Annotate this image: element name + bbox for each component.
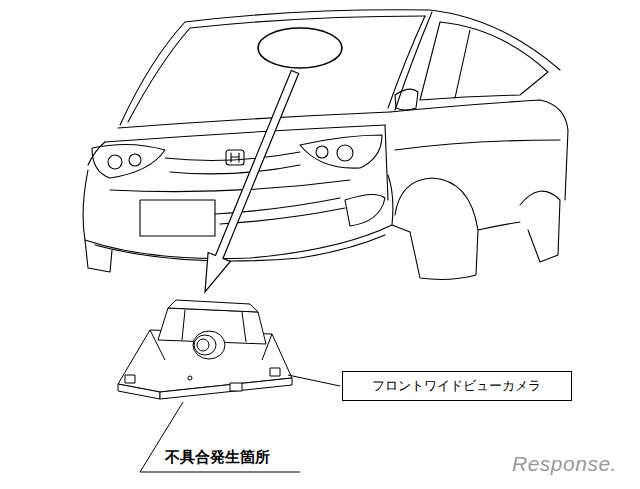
camera-illustration	[197, 339, 209, 351]
car-body-outline	[88, 142, 105, 165]
car-body-outline	[392, 225, 410, 232]
car-body-outline	[390, 100, 568, 200]
car-body-outline	[226, 150, 244, 165]
car-body-outline	[110, 180, 350, 192]
camera-illustration	[160, 378, 292, 399]
camera-illustration	[242, 312, 246, 342]
leader-line	[140, 375, 340, 472]
car-body-outline	[395, 12, 432, 110]
camera-illustration	[188, 376, 192, 380]
leader-line	[140, 472, 300, 473]
car-body-outline	[140, 200, 215, 236]
location-ellipse	[258, 28, 342, 68]
camera-illustration	[182, 310, 185, 340]
car-body-outline	[395, 140, 560, 150]
camera-illustration	[194, 335, 216, 355]
car-body-outline	[520, 191, 560, 262]
car-body-outline	[85, 240, 112, 272]
car-body-outline	[118, 112, 390, 128]
camera-illustration	[270, 368, 280, 376]
watermark: Response.	[512, 452, 617, 476]
car-body-outline	[385, 125, 388, 200]
camera-illustration	[150, 330, 165, 360]
car-body-outline	[92, 144, 165, 178]
car-body-outline	[83, 10, 568, 280]
car-body-outline	[337, 145, 353, 161]
car-body-outline	[105, 125, 385, 142]
car-body-outline	[388, 16, 425, 108]
camera-illustration	[230, 383, 242, 391]
car-body-outline	[95, 235, 385, 261]
camera-illustration	[118, 384, 160, 399]
leader-line	[288, 375, 340, 386]
car-body-outline	[395, 178, 478, 279]
car-body-outline	[108, 155, 122, 169]
car-body-outline	[165, 152, 300, 160]
car-body-outline	[395, 89, 418, 110]
camera-illustration	[125, 375, 135, 383]
pointer-arrow	[205, 71, 299, 293]
car-body-outline	[129, 154, 141, 166]
car-body-outline	[316, 146, 328, 158]
car-body-outline	[420, 22, 548, 100]
car-body-outline	[455, 30, 470, 98]
car-body-outline	[120, 10, 560, 125]
callout-text: 不具合発生箇所	[165, 447, 270, 467]
camera-illustration	[193, 331, 225, 359]
camera-illustration	[262, 334, 272, 360]
part-name-box: フロントワイドビューカメラ	[342, 371, 572, 401]
car-body-outline	[478, 222, 520, 230]
car-body-outline	[231, 153, 239, 162]
car-body-outline	[345, 194, 385, 226]
camera-illustration	[168, 300, 258, 312]
part-name: フロントワイドビューカメラ	[372, 378, 571, 394]
camera-illustration	[118, 300, 292, 399]
car-body-outline	[300, 135, 382, 168]
car-body-outline	[170, 165, 300, 174]
